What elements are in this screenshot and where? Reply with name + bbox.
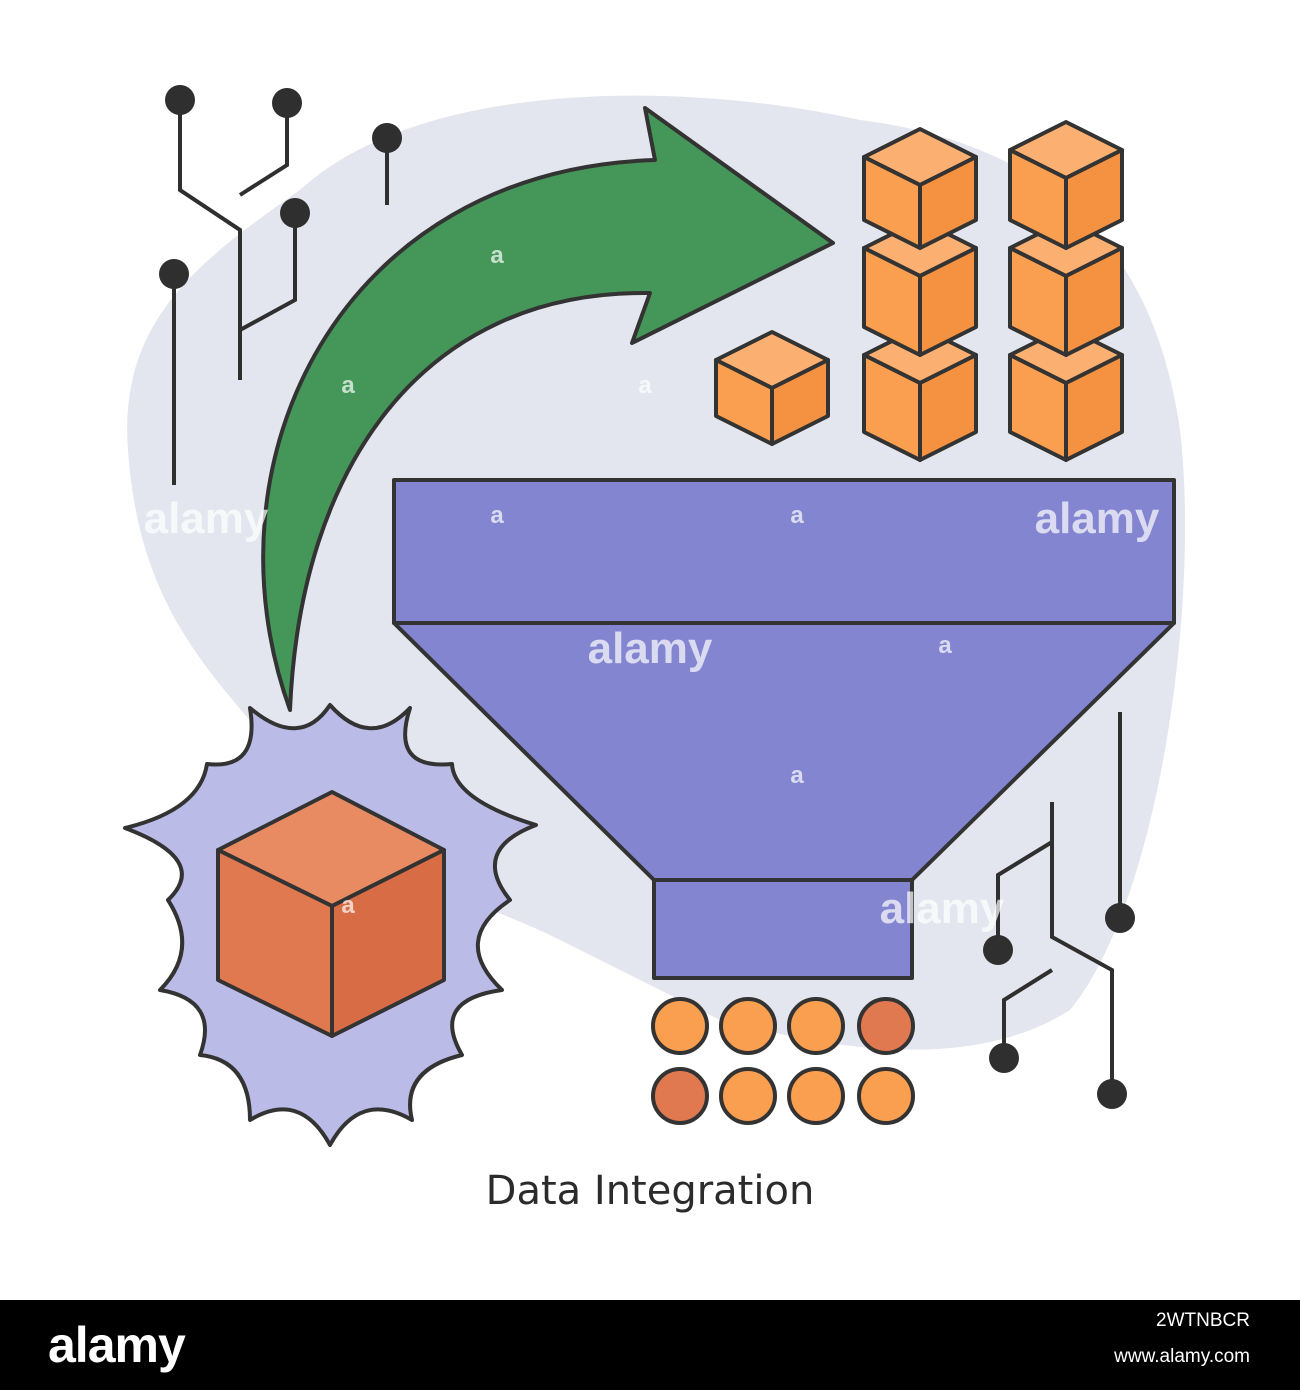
funnel-icon [392, 478, 1176, 980]
dot [787, 997, 845, 1055]
dot [719, 997, 777, 1055]
footer-url: www.alamy.com [1114, 1346, 1250, 1367]
footer-logo: alamy [48, 1317, 186, 1373]
caption-title: Data Integration [485, 1168, 815, 1214]
watermark-letter: a [938, 632, 952, 659]
funnel-spout [652, 878, 914, 980]
circuit-nodes-top-left [159, 85, 402, 289]
watermark-letter: a [490, 502, 504, 529]
watermark-word: alamy [588, 624, 713, 673]
dot [787, 1067, 845, 1125]
watermark-letter: a [341, 372, 355, 399]
dot [857, 1067, 915, 1125]
dot [651, 997, 709, 1055]
circuit-lines-bottom-right [996, 712, 1122, 1093]
large-cube [216, 790, 446, 1038]
circuit-lines-top-left [172, 100, 389, 485]
footer-bar: alamy 2WTNBCR www.alamy.com [0, 1300, 1300, 1390]
cube [714, 330, 830, 446]
dot [719, 1067, 777, 1125]
cube [1008, 120, 1124, 250]
data-cubes [714, 120, 1124, 462]
data-integration-illustration: alamy alamy alamy alamy a a a a a a a a [123, 85, 1186, 1147]
watermark-word: alamy [880, 884, 1005, 933]
curved-arrow-icon [261, 106, 835, 712]
data-dots [651, 997, 915, 1125]
dot [857, 997, 915, 1055]
watermark-word: alamy [144, 494, 269, 543]
watermark-letter: a [490, 242, 504, 269]
footer-image-id: 2WTNBCR [1156, 1310, 1250, 1331]
watermark-letter: a [341, 892, 355, 919]
cube [862, 127, 978, 250]
watermark-word: alamy [1035, 494, 1160, 543]
watermark: alamy alamy alamy alamy a a a a a a a a [144, 242, 1160, 933]
dot [651, 1067, 709, 1125]
circuit-nodes-bottom-right [983, 903, 1135, 1109]
watermark-letter: a [790, 762, 804, 789]
watermark-letter: a [790, 502, 804, 529]
watermark-letter: a [638, 372, 652, 399]
